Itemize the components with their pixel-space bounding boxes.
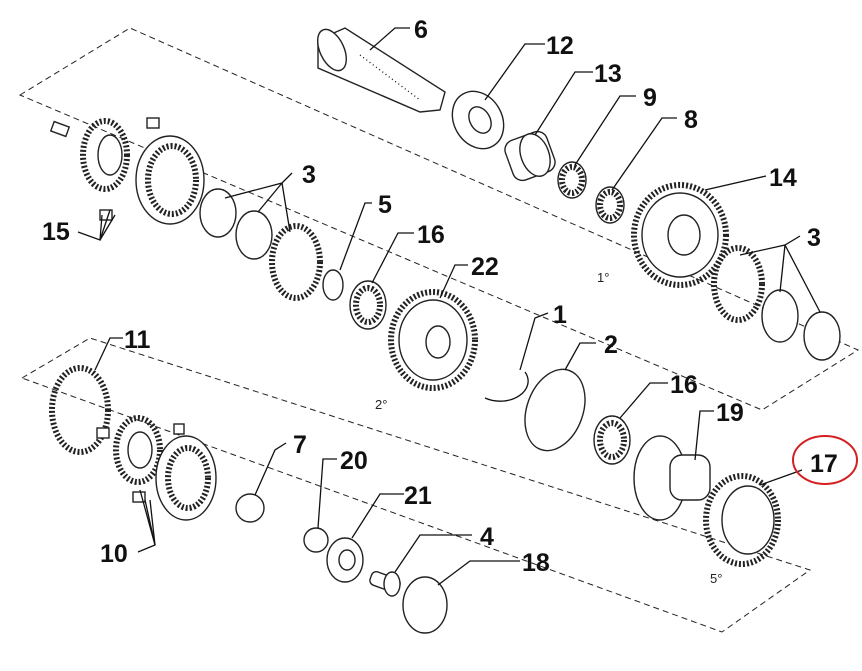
callout-10: 10: [100, 540, 128, 568]
part-needle-bearing-16a: [349, 280, 387, 330]
part-sliding-sleeve: [135, 135, 205, 225]
part-synchro-rings-right: [711, 245, 841, 361]
callout-1: 1: [553, 301, 567, 329]
callout-5: 5: [378, 191, 392, 219]
part-bearing-21: [326, 537, 364, 583]
callout-3-left: 3: [302, 161, 316, 189]
part-synchro-hub-10: [96, 415, 217, 521]
upper-assembly-boundary: [18, 27, 860, 411]
part-snap-ring-20: [303, 527, 329, 553]
part-gear-22: [388, 289, 478, 391]
part-synchro-ring-11: [49, 365, 111, 455]
part-washer-2: [524, 368, 586, 452]
part-synchro-rings-left: [199, 188, 323, 301]
callout-13: 13: [594, 60, 622, 88]
part-gear-17: [703, 473, 781, 567]
callout-2: 2: [604, 331, 618, 359]
part-needle-bearing-8: [595, 186, 625, 224]
callout-4: 4: [480, 523, 494, 551]
callout-18: 18: [522, 549, 550, 577]
callout-7: 7: [293, 431, 307, 459]
gear-marker-1st: 1°: [597, 270, 609, 285]
callout-12: 12: [546, 32, 574, 60]
callout-21: 21: [404, 482, 432, 510]
callout-22: 22: [471, 253, 499, 281]
leader-lines: [77, 27, 821, 586]
part-pin-4: [369, 571, 401, 597]
part-sleeve: [504, 130, 556, 182]
highlight-circle-17: [792, 435, 858, 485]
callout-6: 6: [414, 16, 428, 44]
callout-16-lower: 16: [670, 371, 698, 399]
callout-16-upper: 16: [417, 221, 445, 249]
callout-9: 9: [643, 84, 657, 112]
part-shaft: [316, 27, 446, 113]
part-snap-ring-7: [235, 493, 265, 523]
callout-11: 11: [124, 326, 151, 354]
callout-15: 15: [42, 218, 70, 246]
callout-14: 14: [769, 164, 797, 192]
part-gear-14: [631, 182, 729, 288]
callout-17: 17: [810, 450, 838, 478]
part-needle-bearing-16b: [593, 415, 631, 465]
part-hub-19: [633, 435, 711, 521]
part-synchro-hub-15: [49, 117, 160, 221]
callout-20: 20: [340, 447, 368, 475]
part-snap-ring-5: [322, 269, 344, 301]
gear-marker-5th: 5°: [710, 571, 722, 586]
part-half-ring-1: [484, 371, 529, 402]
callout-3-right: 3: [807, 224, 821, 252]
gear-marker-2nd: 2°: [375, 397, 387, 412]
part-bearing: [451, 90, 505, 150]
part-washer-18: [402, 576, 448, 634]
part-needle-bearing-9: [557, 161, 587, 199]
callout-19: 19: [716, 399, 744, 427]
lower-assembly-boundary: [20, 337, 812, 633]
callout-8: 8: [684, 106, 698, 134]
